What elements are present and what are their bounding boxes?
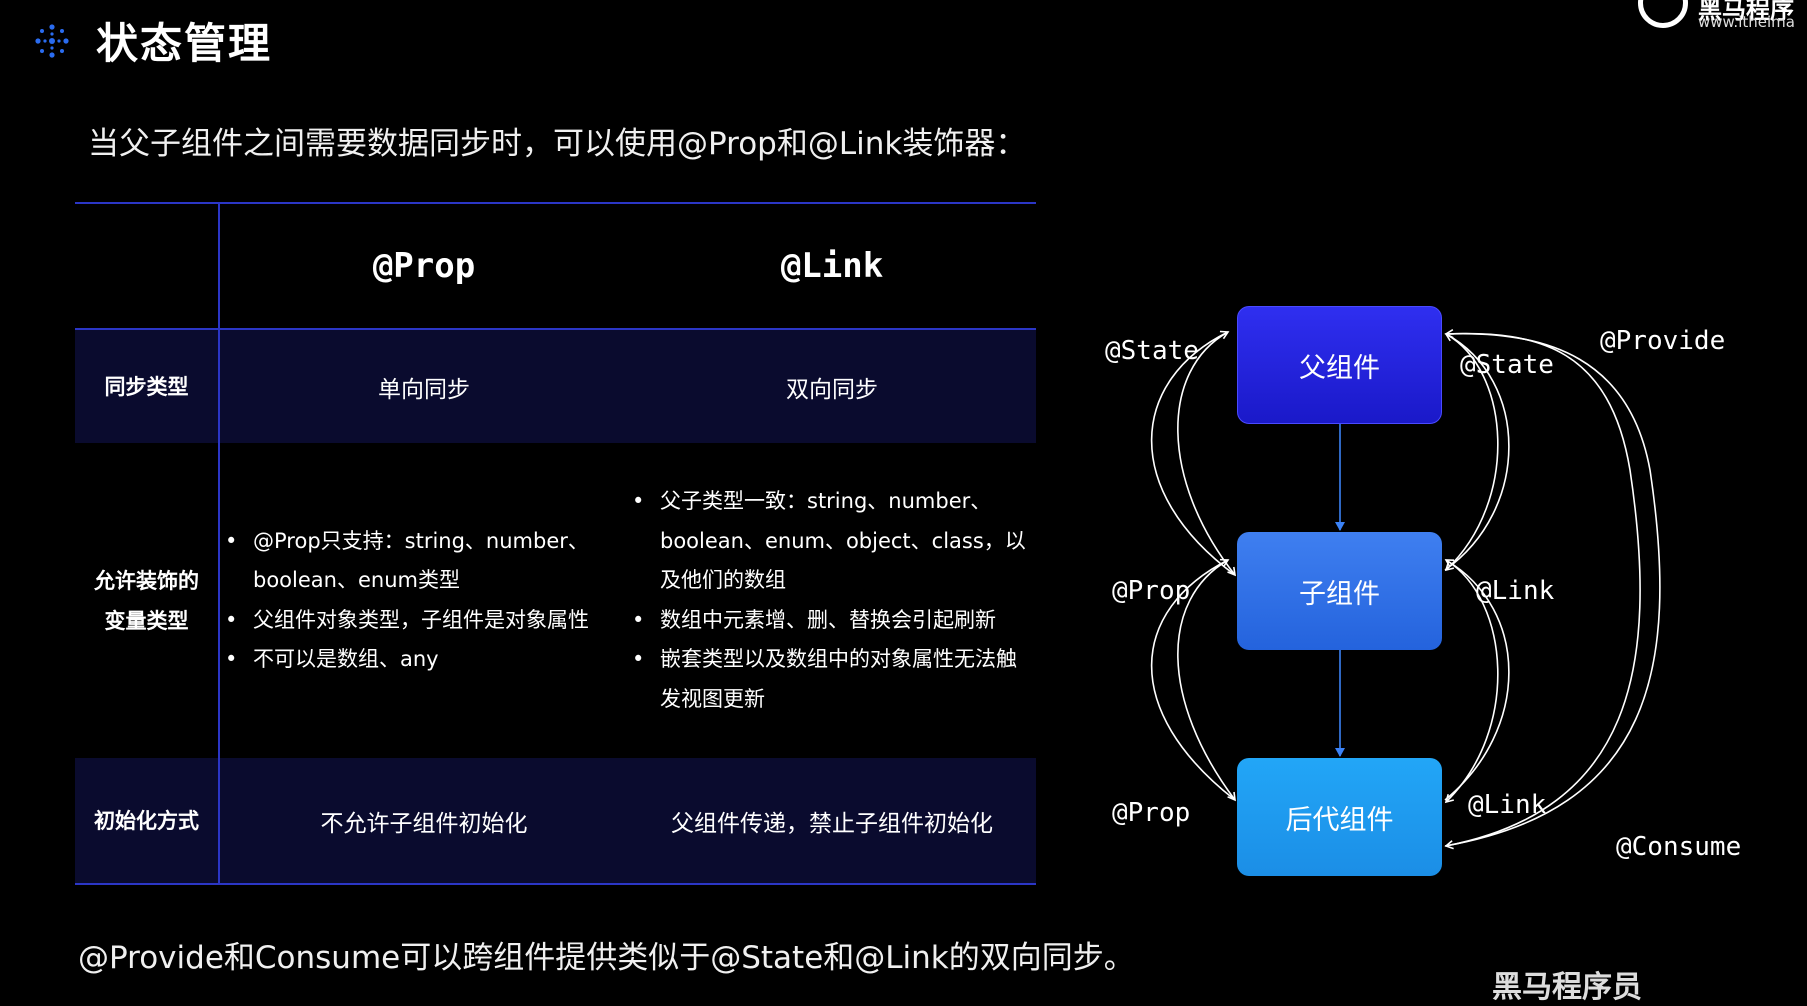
cell-prop: @Prop只支持：string、number、boolean、enum类型 父组… [220, 443, 628, 758]
label-provide: @Provide [1600, 326, 1726, 356]
row-label: 允许装饰的 变量类型 [75, 443, 220, 758]
prop-bullet-list: @Prop只支持：string、number、boolean、enum类型 父组… [225, 522, 623, 680]
page-title: 状态管理 [96, 19, 273, 68]
logo-name: 黑马程序 [1698, 0, 1794, 24]
label-state-right: @State [1460, 350, 1554, 380]
row-label: 同步类型 [75, 330, 220, 443]
link-bullet-list: 父子类型一致：string、number、boolean、enum、object… [632, 482, 1032, 719]
list-item: 父组件对象类型，子组件是对象属性 [225, 601, 623, 641]
list-item: 数组中元素增、删、替换会引起刷新 [632, 601, 1032, 641]
label-link-mid: @Link [1476, 576, 1555, 606]
arrow-link-to-link-up [1444, 559, 1510, 801]
table-row: 同步类型 单向同步 双向同步 [75, 328, 1036, 443]
row-label-line: 变量类型 [104, 608, 189, 633]
arrow-link-to-link-down [1444, 559, 1499, 804]
arrow-link-to-state-up [1444, 333, 1510, 571]
node-descendant-component: 后代组件 [1237, 758, 1442, 876]
logo-url: www.itheima [1698, 13, 1795, 31]
arrow-provide-consume-up [1444, 329, 1661, 847]
cell-prop: 不允许子组件初始化 [320, 810, 528, 837]
table-header-row: @Prop @Link [75, 202, 1036, 328]
arrow-prop-to-state-up [1150, 330, 1236, 576]
logo-mark [1638, 0, 1688, 28]
cell-link: 父子类型一致：string、number、boolean、enum、object… [628, 443, 1036, 758]
header-empty-cell [75, 204, 220, 328]
label-consume: @Consume [1616, 832, 1742, 862]
label-state-left: @State [1105, 336, 1199, 366]
component-diagram: 父组件 子组件 后代组件 @State @State @Provide @Pro… [1090, 290, 1790, 910]
cell-prop: 单向同步 [378, 376, 470, 403]
header-link: @Link [780, 246, 884, 286]
footer-note: @Provide和Consume可以跨组件提供类似于@State和@Link的双… [78, 940, 1135, 976]
subtitle: 当父子组件之间需要数据同步时，可以使用@Prop和@Link装饰器： [88, 126, 1027, 162]
arrow-state-to-link-down [1444, 333, 1499, 572]
row-label-line: 允许装饰的 [94, 568, 199, 593]
label-link-bottom: @Link [1468, 790, 1547, 820]
cell-link: 父组件传递，禁止子组件初始化 [671, 810, 993, 837]
list-item: 不可以是数组、any [225, 640, 623, 680]
arrow-prop-to-prop-up [1150, 558, 1236, 801]
node-child-component: 子组件 [1237, 532, 1442, 650]
arrow-state-to-prop-down [1177, 331, 1236, 577]
snowflake-icon [35, 23, 69, 58]
list-item: 嵌套类型以及数组中的对象属性无法触发视图更新 [632, 640, 1032, 719]
logo: 黑马程序 www.itheima [1632, 0, 1807, 40]
list-item: @Prop只支持：string、number、boolean、enum类型 [225, 522, 623, 601]
node-parent-component: 父组件 [1237, 306, 1442, 424]
label-prop-mid: @Prop [1112, 576, 1191, 606]
cell-link: 双向同步 [786, 376, 878, 403]
table-row: 初始化方式 不允许子组件初始化 父组件传递，禁止子组件初始化 [75, 758, 1036, 885]
header-prop: @Prop [372, 246, 476, 286]
diagram-arrows [1150, 329, 1661, 850]
footer-watermark: 黑马程序员 [1492, 970, 1642, 1005]
arrow-prop-to-prop-down [1177, 559, 1236, 802]
list-item: 父子类型一致：string、number、boolean、enum、object… [632, 482, 1032, 601]
table-row: 允许装饰的 变量类型 @Prop只支持：string、number、boolea… [75, 443, 1036, 758]
comparison-table: @Prop @Link 同步类型 单向同步 双向同步 允许装饰的 变量类型 @P… [75, 202, 1036, 885]
title-bar: 状态管理 [30, 10, 272, 71]
label-prop-bottom: @Prop [1112, 798, 1191, 828]
arrow-provide-consume-down [1444, 332, 1641, 850]
row-label: 初始化方式 [75, 758, 220, 883]
